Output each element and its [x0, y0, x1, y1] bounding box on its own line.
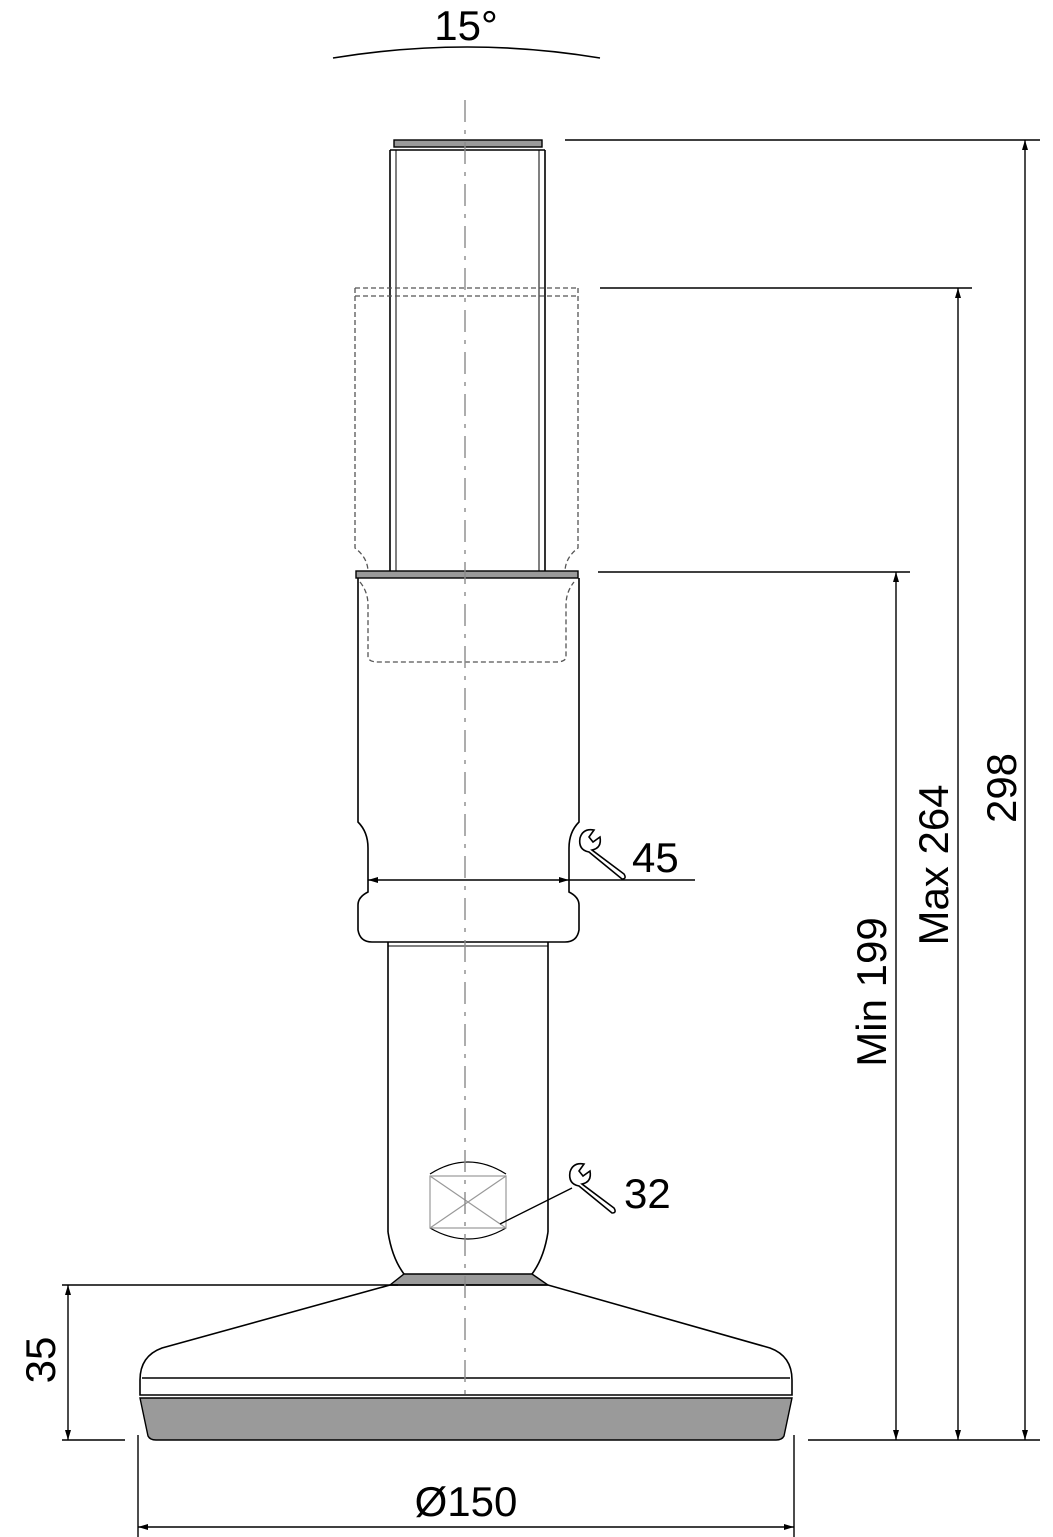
body-nut	[357, 578, 580, 943]
dimension-lines	[62, 46, 1040, 1537]
base-diameter-label: Ø150	[415, 1478, 518, 1525]
tilt-arc	[332, 46, 601, 59]
collar-ring	[355, 570, 579, 579]
base-pad	[139, 1397, 793, 1441]
min-height-label: Min 199	[848, 917, 895, 1066]
wrench-size-lower-label: 32	[624, 1170, 671, 1217]
angle-label: 15°	[434, 2, 498, 49]
max-height-label: Max 264	[910, 784, 957, 945]
base-foot	[139, 1284, 793, 1396]
ball-joint-ring	[387, 1273, 551, 1286]
total-height-label: 298	[978, 753, 1025, 823]
wrench-icon	[578, 828, 626, 880]
hidden-extension-outline	[354, 287, 579, 663]
part-outline	[139, 139, 793, 1441]
base-height-label: 35	[17, 1337, 64, 1384]
wrench-size-upper-label: 45	[632, 834, 679, 881]
wrench-icon	[568, 1162, 616, 1214]
wrench-flat	[429, 1161, 507, 1240]
threaded-stem	[389, 139, 546, 572]
lower-spindle	[387, 942, 549, 1275]
